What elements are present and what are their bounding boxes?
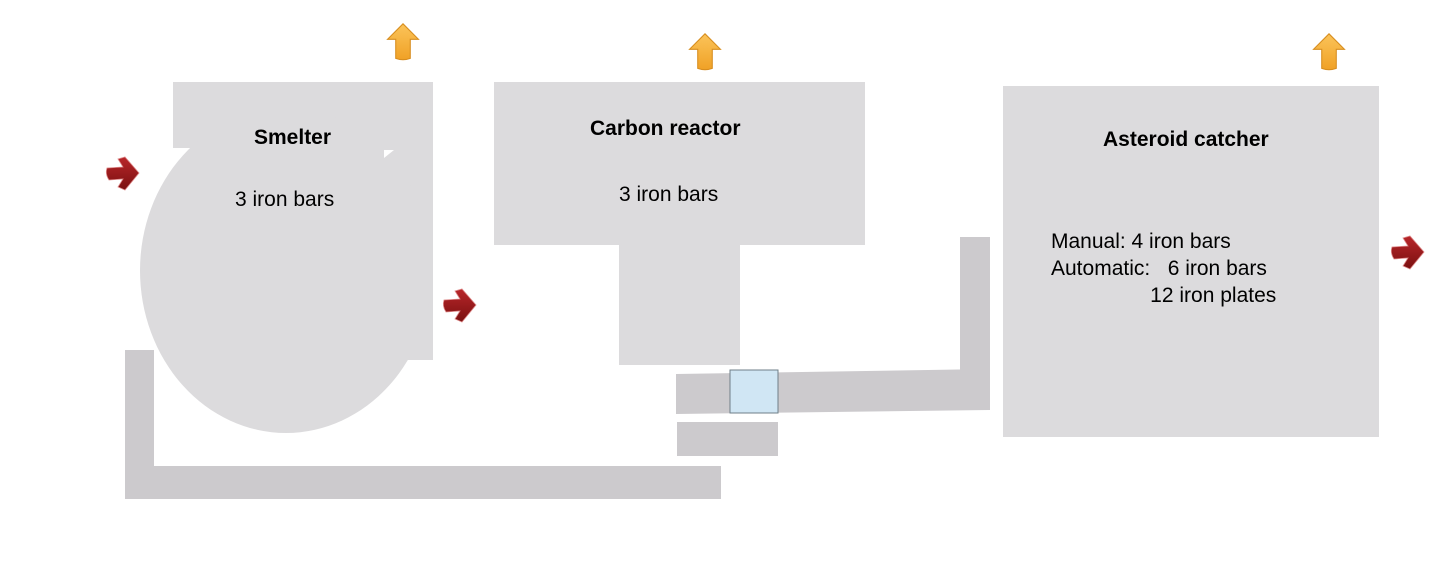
asteroid-catcher-title: Asteroid catcher — [1103, 128, 1269, 151]
smelter-cost: 3 iron bars — [235, 188, 335, 211]
asteroid-catcher-right-arrow — [1390, 235, 1425, 270]
carbon-reactor-up-arrow — [688, 33, 722, 71]
smelter-notch — [384, 150, 394, 158]
smelter-output-arrow — [442, 288, 477, 323]
pipe-bottom-horizontal — [125, 466, 721, 499]
asteroid-catcher-up-arrow — [1312, 33, 1346, 71]
asteroid-catcher-cost-auto-plates: 12 iron plates — [1051, 284, 1277, 307]
pipe-right-vertical — [960, 237, 990, 410]
pipe-junction-box — [729, 369, 779, 414]
carbon-reactor-cost: 3 iron bars — [619, 183, 719, 206]
smelter-title: Smelter — [254, 126, 332, 149]
carbon-reactor-stem — [619, 240, 740, 365]
asteroid-catcher-cost-auto: Automatic: 6 iron bars — [1051, 257, 1267, 280]
carbon-reactor-top-block — [494, 82, 865, 245]
smelter-body-ellipse — [140, 108, 432, 433]
asteroid-catcher-block — [1003, 86, 1379, 437]
pipe-middle-horizontal — [676, 369, 990, 414]
smelter-up-arrow — [386, 23, 420, 61]
carbon-reactor-title: Carbon reactor — [590, 117, 741, 140]
asteroid-catcher-cost-manual: Manual: 4 iron bars — [1051, 230, 1231, 253]
smelter-input-arrow — [105, 156, 140, 191]
pipe-lower-stub — [677, 422, 778, 456]
